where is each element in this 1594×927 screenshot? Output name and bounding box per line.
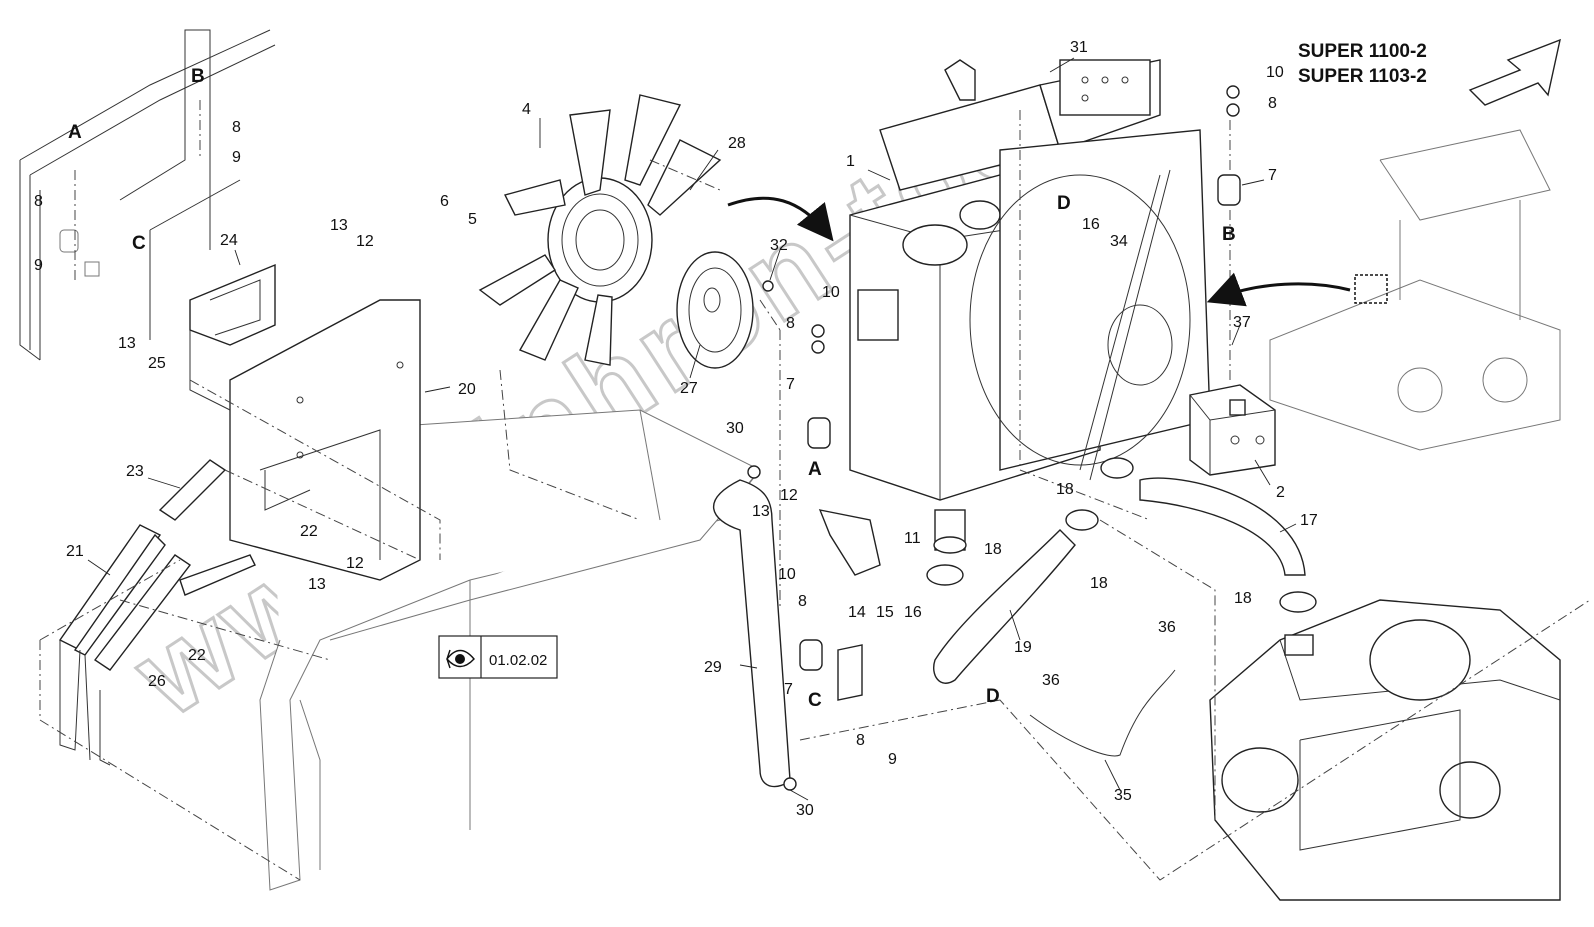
callout-16: 16 xyxy=(904,604,922,621)
callout-7: 7 xyxy=(784,681,793,698)
model-title-line-1: SUPER 1100-2 xyxy=(1298,41,1427,62)
callout-8: 8 xyxy=(856,732,865,749)
callout-36: 36 xyxy=(1042,672,1060,689)
callout-4: 4 xyxy=(522,101,531,118)
location-arrow-icon xyxy=(1206,272,1351,307)
callout-37: 37 xyxy=(1233,314,1251,331)
callout-30: 30 xyxy=(796,802,814,819)
marker-d-radiator: D xyxy=(1057,193,1071,214)
callout-25: 25 xyxy=(148,355,166,372)
callout-35: 35 xyxy=(1114,787,1132,804)
eye-icon xyxy=(446,649,475,669)
shroud-plate-20 xyxy=(229,299,421,581)
callout-7: 7 xyxy=(786,376,795,393)
callout-14: 14 xyxy=(848,604,866,621)
callout-9: 9 xyxy=(232,149,241,166)
callout-23: 23 xyxy=(126,463,144,480)
callout-36: 36 xyxy=(1158,619,1176,636)
paver-machine-thumbnail xyxy=(1269,129,1561,451)
callout-12: 12 xyxy=(780,487,798,504)
callout-32: 32 xyxy=(770,237,788,254)
callout-22: 22 xyxy=(188,647,206,664)
callout-8: 8 xyxy=(232,119,241,136)
leader-lines xyxy=(87,57,1297,801)
callout-26: 26 xyxy=(148,673,166,690)
callout-6: 6 xyxy=(440,193,449,210)
callout-22: 22 xyxy=(300,523,318,540)
callout-labels: 31 10 8 7 1 4 28 6 5 32 16 34 10 8 37 27… xyxy=(34,39,1318,819)
callout-8: 8 xyxy=(786,315,795,332)
callout-17: 17 xyxy=(1300,512,1318,529)
reference-code: 01.02.02 xyxy=(489,652,547,669)
marker-a-frame: A xyxy=(68,122,82,143)
model-title-line-2: SUPER 1103-2 xyxy=(1298,66,1427,87)
callout-21: 21 xyxy=(66,543,84,560)
marker-c-mount: C xyxy=(808,690,822,711)
callout-19: 19 xyxy=(1014,639,1032,656)
callout-13: 13 xyxy=(752,503,770,520)
callout-12: 12 xyxy=(346,555,364,572)
callout-10: 10 xyxy=(778,566,796,583)
callout-5: 5 xyxy=(468,211,477,228)
callout-34: 34 xyxy=(1110,233,1128,250)
hoses xyxy=(713,477,1306,788)
callout-1: 1 xyxy=(846,153,855,170)
seal-strips xyxy=(58,459,256,766)
callout-9: 9 xyxy=(34,257,43,274)
fan-pulley-27 xyxy=(676,251,774,369)
assembly-arrow-icon xyxy=(727,196,834,242)
direction-arrow-icon xyxy=(1468,38,1561,106)
callout-8: 8 xyxy=(1268,95,1277,112)
callout-12: 12 xyxy=(356,233,374,250)
callout-10: 10 xyxy=(1266,64,1284,81)
engine xyxy=(1209,599,1561,901)
reference-box[interactable]: 01.02.02 xyxy=(438,635,558,679)
callout-7: 7 xyxy=(1268,167,1277,184)
callout-18: 18 xyxy=(1090,575,1108,592)
callout-18: 18 xyxy=(984,541,1002,558)
callout-28: 28 xyxy=(728,135,746,152)
callout-13: 13 xyxy=(118,335,136,352)
callout-10: 10 xyxy=(822,284,840,301)
marker-b-mount: B xyxy=(1222,224,1236,245)
bracket-24 xyxy=(189,263,276,411)
marker-a-mount: A xyxy=(808,459,822,480)
frame-corner xyxy=(19,29,276,361)
callout-27: 27 xyxy=(680,380,698,397)
callout-8: 8 xyxy=(34,193,43,210)
valve-block-2 xyxy=(1189,384,1276,476)
callout-20: 20 xyxy=(458,381,476,398)
callout-29: 29 xyxy=(704,659,722,676)
callout-13: 13 xyxy=(308,576,326,593)
assembly-lines xyxy=(39,100,1591,881)
callout-11: 11 xyxy=(904,530,921,547)
callout-30: 30 xyxy=(726,420,744,437)
connection-markers: B A C D B A C D xyxy=(68,66,1236,711)
fan-28 xyxy=(478,94,722,366)
callout-13: 13 xyxy=(330,217,348,234)
callout-2: 2 xyxy=(1276,484,1285,501)
callout-8: 8 xyxy=(798,593,807,610)
rubber-mounts xyxy=(799,85,1241,701)
marker-c-frame: C xyxy=(132,233,146,254)
hose-clamps xyxy=(747,457,1317,791)
fan-shroud-ring xyxy=(969,129,1211,481)
marker-b-frame: B xyxy=(191,66,205,87)
callout-9: 9 xyxy=(888,751,897,768)
callout-15: 15 xyxy=(876,604,894,621)
callout-16: 16 xyxy=(1082,216,1100,233)
callout-31: 31 xyxy=(1070,39,1088,56)
marker-d-hose: D xyxy=(986,686,1000,707)
callout-24: 24 xyxy=(220,232,238,249)
callout-18: 18 xyxy=(1234,590,1252,607)
callout-18: 18 xyxy=(1056,481,1074,498)
